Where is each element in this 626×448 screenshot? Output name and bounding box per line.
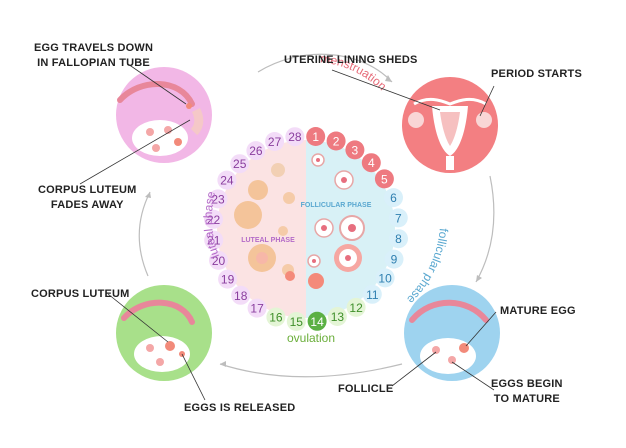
day-13-label: 13 (331, 310, 345, 324)
eggs-begin-line-2: TO MATURE (493, 393, 560, 405)
day-19-circle (218, 269, 238, 289)
day-4-circle (361, 153, 381, 173)
day-8-circle (389, 229, 408, 249)
eggs-released-label: EGGS IS RELEASED (184, 401, 295, 416)
day-14-circle (307, 311, 327, 331)
ovary-maturing-illustration (404, 285, 500, 381)
mature-egg-text: MATURE EGG (500, 305, 576, 317)
day-1-circle (306, 127, 326, 146)
day-21-circle (204, 230, 224, 250)
follicle-text: FOLLICLE (338, 383, 394, 395)
day-20-circle (209, 250, 228, 270)
arrow-heads (145, 75, 482, 367)
day-25-label: 25 (233, 157, 247, 171)
inner-follicular-label: FOLLICULAR PHASE (301, 202, 372, 209)
day-21-label: 21 (207, 234, 221, 248)
day-15-circle (286, 312, 306, 331)
day-24-label: 24 (220, 174, 234, 188)
cycle-arrows (138, 53, 495, 378)
period-starts-text: PERIOD STARTS (491, 68, 583, 80)
day-18-circle (231, 285, 251, 305)
day-13-circle (327, 307, 347, 326)
period-starts-label: PERIOD STARTS (491, 67, 582, 82)
day-7-label: 7 (395, 211, 402, 225)
day-2-circle (326, 131, 346, 151)
day-9-circle (384, 249, 404, 269)
day-6-circle (384, 188, 403, 208)
uterine-lining-text: UTERINE LINING SHEDS (284, 54, 418, 66)
corpus-luteum-illustration (116, 285, 212, 381)
day-19-label: 19 (221, 273, 235, 287)
day-12-label: 12 (349, 301, 363, 315)
eggs-begin-label: EGGS BEGIN TO MATURE (491, 377, 563, 407)
inner-luteal-label: LUTEAL PHASE (241, 237, 295, 244)
day-11-circle (362, 284, 382, 304)
day-20-label: 20 (212, 254, 226, 268)
day-14-label: 14 (310, 315, 324, 329)
follicles (285, 153, 365, 289)
day-15-label: 15 (290, 315, 304, 329)
corpus-luteum-text: CORPUS LUTEUM (31, 288, 130, 300)
day-27-label: 27 (268, 135, 282, 149)
day-5-label: 5 (381, 172, 388, 186)
day-11-label: 11 (366, 288, 379, 302)
eggs-begin-line-1: EGGS BEGIN (491, 378, 563, 390)
day-5-circle (374, 169, 394, 189)
day-23-circle (208, 189, 228, 209)
day-22-circle (204, 209, 223, 229)
day-28-label: 28 (288, 130, 302, 144)
day-26-circle (246, 141, 266, 161)
corpus-luteum-label: CORPUS LUTEUM (31, 287, 130, 302)
day-10-label: 10 (378, 271, 392, 285)
day-24-circle (217, 170, 237, 190)
day-3-circle (345, 140, 365, 160)
day-22-label: 22 (207, 213, 221, 227)
egg-travels-label: EGG TRAVELS DOWN IN FALLOPIAN TUBE (34, 41, 153, 71)
day-7-circle (388, 208, 408, 228)
uterus-illustration (402, 77, 498, 173)
follicle-label: FOLLICLE (338, 382, 393, 397)
day-10-circle (375, 268, 395, 288)
corpus-fades-line-1: CORPUS LUTEUM (38, 184, 137, 196)
mature-egg-label: MATURE EGG (500, 304, 576, 319)
egg-travels-line-1: EGG TRAVELS DOWN (34, 42, 154, 54)
day-25-circle (230, 154, 250, 174)
luteal-half (217, 140, 306, 318)
day-12-circle (346, 297, 366, 317)
day-16-circle (266, 307, 286, 327)
day-8-label: 8 (395, 232, 402, 246)
uterine-lining-label: UTERINE LINING SHEDS (284, 53, 418, 68)
day-1-label: 1 (312, 130, 319, 144)
corpus-fades-line-2: FADES AWAY (50, 199, 124, 211)
callout-lines (79, 63, 497, 401)
day-28-circle (285, 127, 305, 147)
eggs-released-text: EGGS IS RELEASED (184, 402, 296, 414)
day-17-label: 17 (250, 302, 264, 316)
egg-travels-line-2: IN FALLOPIAN TUBE (37, 57, 150, 69)
fallopian-tube-illustration (116, 67, 212, 163)
day-23-label: 23 (211, 192, 225, 206)
ovulation-label: ovulation (287, 331, 335, 345)
corpus-luteum-blobs (234, 163, 295, 276)
day-27-circle (265, 132, 285, 151)
day-16-label: 16 (269, 311, 283, 325)
day-18-label: 18 (234, 289, 248, 303)
day-6-label: 6 (390, 191, 397, 205)
day-17-circle (247, 298, 267, 318)
day-3-label: 3 (352, 143, 359, 157)
day-9-label: 9 (391, 253, 398, 267)
day-4-label: 4 (368, 156, 375, 170)
day-2-label: 2 (333, 135, 340, 149)
corpus-fades-label: CORPUS LUTEUM FADES AWAY (38, 183, 137, 213)
day-26-label: 26 (249, 144, 263, 158)
